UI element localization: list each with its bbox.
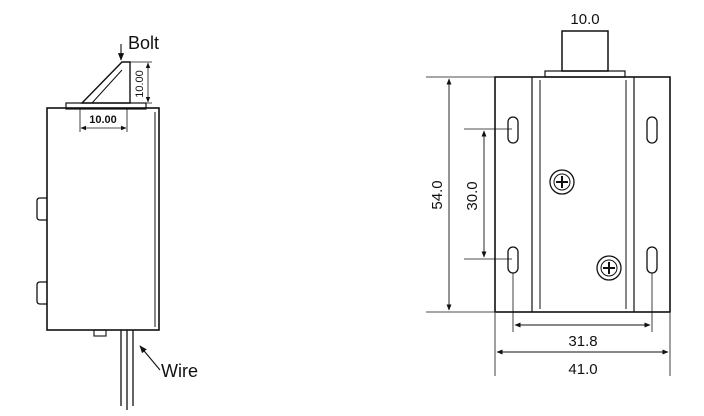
hole-h-dim-text: 31.8: [568, 333, 597, 350]
front-bolt-dim-text: 10.0: [570, 11, 599, 28]
hole-v-dim-text: 30.0: [464, 181, 481, 210]
front-bolt-base: [544, 70, 626, 78]
height-dim-text: 54.0: [429, 180, 446, 209]
mount-slot-bottom-right: [646, 246, 658, 274]
mount-slot-top-right: [646, 116, 658, 144]
mount-slot-bottom-left: [507, 246, 519, 274]
bolt-width-dim-text: 10.00: [89, 114, 117, 126]
side-body: [46, 107, 160, 331]
side-view: 10.00 Bolt 10.00 Wire: [36, 33, 198, 410]
front-bolt: [561, 30, 609, 72]
side-tab-upper: [36, 197, 47, 221]
wire-label: Wire: [161, 361, 198, 381]
screw-upper: [549, 169, 575, 195]
side-bottom-nub: [93, 329, 107, 337]
screw-lower: [596, 255, 622, 281]
front-body: [494, 76, 671, 313]
front-view: 10.0 54.0 30.0: [426, 11, 671, 378]
mount-slot-top-left: [507, 116, 519, 144]
width-dim-text: 41.0: [568, 361, 597, 378]
bolt-height-dim-text: 10.00: [134, 70, 146, 98]
wire-leader: [139, 345, 161, 371]
side-bolt: [80, 61, 131, 104]
side-bolt-inner: [91, 69, 123, 104]
side-tab-lower: [36, 281, 47, 305]
bolt-label: Bolt: [128, 33, 159, 53]
